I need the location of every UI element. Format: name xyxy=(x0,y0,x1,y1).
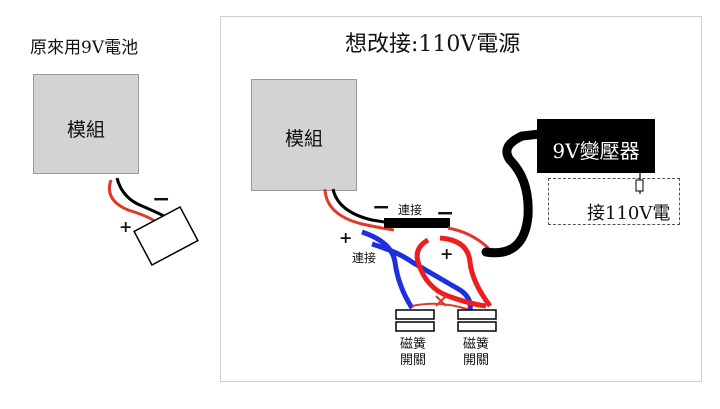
left-module: 模組 xyxy=(33,74,139,174)
reed-switch-2-label-line2: 開關 xyxy=(463,353,490,368)
transformer-box: 9V變壓器 xyxy=(537,119,655,173)
left-title: 原來用9V電池 xyxy=(30,38,139,58)
blue-wire-1 xyxy=(361,229,415,310)
reed-switch-2-label-line1: 磁簧 xyxy=(463,337,490,352)
red-wire-2 xyxy=(439,235,493,308)
battery-icon xyxy=(133,206,199,266)
connect-label-left: 連接 xyxy=(352,251,377,265)
left-plus-sign: + xyxy=(119,217,133,236)
left-minus-sign: − xyxy=(152,186,171,212)
connector-block xyxy=(384,218,450,228)
plus-sign-2: + xyxy=(440,244,454,263)
transformer-cable xyxy=(481,129,545,258)
reed-switch-icon-2 xyxy=(457,309,497,332)
plug-icon xyxy=(635,179,644,192)
reed-switch-icon-1 xyxy=(395,309,435,332)
left-module-label: 模組 xyxy=(66,119,105,141)
reed-switch-1-label-line2: 開關 xyxy=(400,353,427,368)
cross-mark-icon xyxy=(435,295,447,307)
diagram-panel xyxy=(220,16,702,382)
module-black-wire xyxy=(331,188,385,224)
minus-sign-2: − xyxy=(436,200,455,226)
left-black-wire xyxy=(115,177,165,218)
plug-dashed-box: 接110V電 xyxy=(548,178,680,225)
connect-label-top: 連接 xyxy=(398,203,423,217)
right-module: 模組 xyxy=(251,79,357,191)
module-red-wire xyxy=(323,188,395,232)
right-title: 想改接:110V電源 xyxy=(345,32,521,57)
red-wire-1 xyxy=(414,237,487,309)
left-red-wire xyxy=(107,179,157,224)
blue-wire-2 xyxy=(371,241,473,311)
plus-sign-1: + xyxy=(339,228,353,247)
transformer-label: 9V變壓器 xyxy=(552,139,640,163)
reed-switch-1-label-line1: 磁簧 xyxy=(400,337,427,352)
thin-red-link xyxy=(411,302,471,311)
right-module-label: 模組 xyxy=(284,128,323,150)
minus-sign-1: − xyxy=(372,194,391,220)
plug-label: 接110V電 xyxy=(587,203,671,224)
